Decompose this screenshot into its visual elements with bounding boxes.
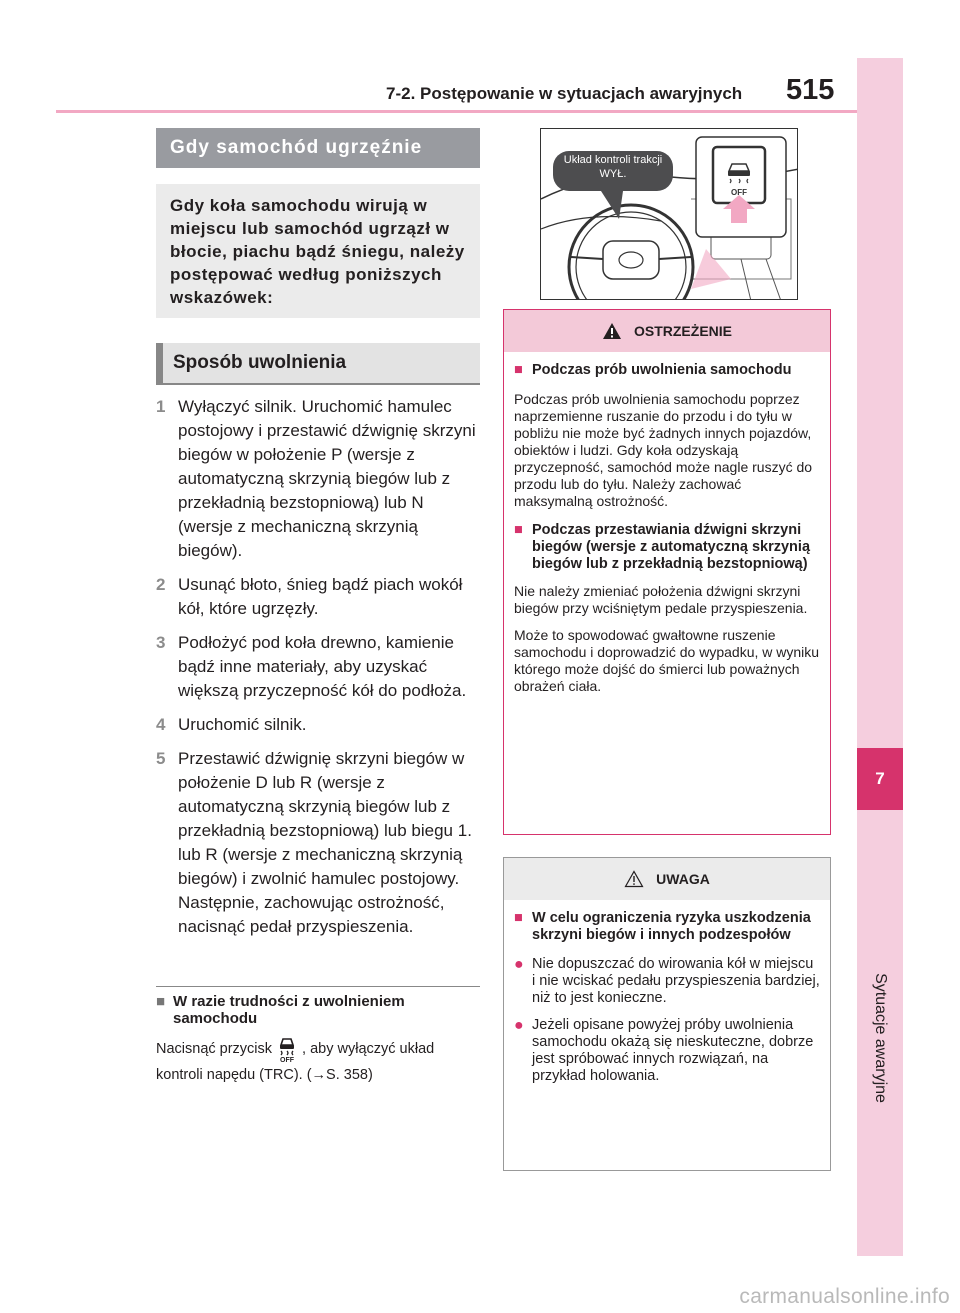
step-item: 1 Wyłączyć silnik. Uruchomić hamulec post… — [156, 395, 482, 563]
note-block: ■ W razie trudności z uwolnieniem samocho… — [156, 993, 482, 1088]
caution-bullet-item: ● Nie dopuszczać do wirowania kół w miejs… — [514, 956, 820, 1007]
note-text-before: Nacisnąć przycisk — [156, 1041, 273, 1057]
step-text: Podłożyć pod koła drewno, kamienie bądź … — [178, 633, 467, 700]
caution-marker: ■ — [514, 910, 523, 926]
dashboard-drawing — [541, 136, 797, 299]
warning-title: OSTRZEŻENIE — [633, 323, 732, 339]
section-banner: Gdy samochód ugrzęźnie — [156, 128, 480, 168]
note-text-after: , aby wyłączyć układ kontroli napędu (TR… — [156, 1041, 435, 1083]
section-banner-text: Gdy samochód ugrzęźnie — [170, 137, 423, 158]
sub-heading: Sposób uwolnienia — [156, 343, 480, 383]
illustration-callout: Układ kontroli trakcji WYŁ. — [563, 154, 663, 180]
step-number: 4 — [156, 715, 166, 734]
warning-box: OSTRZEŻENIE ■ Podczas prób uwolnienia sam… — [503, 309, 831, 835]
traction-off-icon: OFF — [279, 1038, 295, 1063]
trc-button-label: OFF — [731, 188, 747, 197]
caution-heading-text: W celu ograniczenia ryzyka uszkodzenia s… — [532, 910, 811, 943]
chapter-side-tab — [857, 58, 903, 1256]
step-number: 5 — [156, 749, 166, 768]
warning-paragraph: Nie należy zmieniać położenia dźwigni sk… — [514, 583, 808, 616]
note-heading-text: W razie trudności z uwolnieniem samochod… — [173, 993, 405, 1027]
note-divider — [156, 986, 480, 987]
dashboard-illustration: Układ kontroli trakcji WYŁ. OFF — [540, 128, 798, 300]
warning-paragraph: Podczas prób uwolnienia samochodu poprze… — [514, 391, 813, 509]
warning-marker: ■ — [514, 362, 523, 378]
caution-box: UWAGA ■ W celu ograniczenia ryzyka uszkod… — [503, 857, 831, 1171]
step-text: Usunąć błoto, śnieg bądź piach wokół kół… — [178, 575, 463, 618]
steps-list: 1 Wyłączyć silnik. Uruchomić hamulec post… — [156, 395, 482, 949]
page-number: 515 — [786, 74, 835, 106]
note-body: Nacisnąć przycisk OFF , aby wyłączyć ukł… — [156, 1035, 482, 1088]
header-divider — [56, 110, 857, 113]
watermark: carmanualsonline.info — [739, 1285, 950, 1308]
bullet-dot: ● — [514, 1017, 524, 1034]
warning-paragraph: Może to spowodować gwałtowne ruszenie sa… — [514, 627, 820, 694]
sub-heading-text: Sposób uwolnienia — [173, 352, 347, 373]
step-item: 4 Uruchomić silnik. — [156, 713, 482, 737]
warning-item-heading: ■ Podczas przestawiania dźwigni skrzyni b… — [514, 522, 820, 573]
step-item: 2 Usunąć błoto, śnieg bądź piach wokół kó… — [156, 573, 482, 621]
bullet-dot: ● — [514, 956, 524, 973]
note-heading: ■ W razie trudności z uwolnieniem samocho… — [156, 993, 482, 1027]
step-text: Przestawić dźwignię skrzyni biegów w poł… — [178, 749, 472, 936]
caution-header: UWAGA — [504, 858, 830, 900]
step-item: 3 Podłożyć pod koła drewno, kamienie bądź… — [156, 631, 482, 703]
caution-bullet-text: Jeżeli opisane powyżej próby uwolnienia … — [532, 1017, 814, 1084]
caution-bullet-text: Nie dopuszczać do wirowania kół w miejsc… — [532, 956, 820, 1006]
caution-bullet-item: ● Jeżeli opisane powyżej próby uwolnienia… — [514, 1017, 820, 1085]
warning-heading-text: Podczas prób uwolnienia samochodu — [532, 362, 792, 378]
caution-heading: ■ W celu ograniczenia ryzyka uszkodzenia … — [514, 910, 820, 944]
traction-off-icon-label: OFF — [280, 1057, 295, 1063]
running-header: 7-2. Postępowanie w sytuacjach awaryjnyc… — [386, 84, 743, 103]
warning-heading-text: Podczas przestawiania dźwigni skrzyni bi… — [532, 522, 811, 572]
note-marker: ■ — [156, 993, 166, 1010]
step-number: 2 — [156, 575, 166, 594]
caution-title: UWAGA — [656, 871, 710, 887]
warning-header: OSTRZEŻENIE — [504, 310, 830, 352]
step-item: 5 Przestawić dźwignię skrzyni biegów w po… — [156, 747, 482, 939]
warning-marker: ■ — [514, 522, 523, 538]
intro-box: Gdy koła samochodu wirują w miejscu lub … — [156, 184, 480, 318]
chapter-number: 7 — [857, 748, 903, 810]
step-number: 3 — [156, 633, 166, 652]
step-text: Wyłączyć silnik. Uruchomić hamulec posto… — [178, 397, 476, 560]
step-text: Uruchomić silnik. — [178, 715, 307, 734]
warning-triangle-icon — [602, 323, 621, 339]
step-number: 1 — [156, 397, 166, 416]
sub-heading-divider — [156, 383, 480, 385]
caution-triangle-icon — [624, 870, 644, 888]
chapter-label: Sytuacje awaryjne — [872, 973, 889, 1103]
warning-item-heading: ■ Podczas prób uwolnienia samochodu — [514, 362, 820, 379]
